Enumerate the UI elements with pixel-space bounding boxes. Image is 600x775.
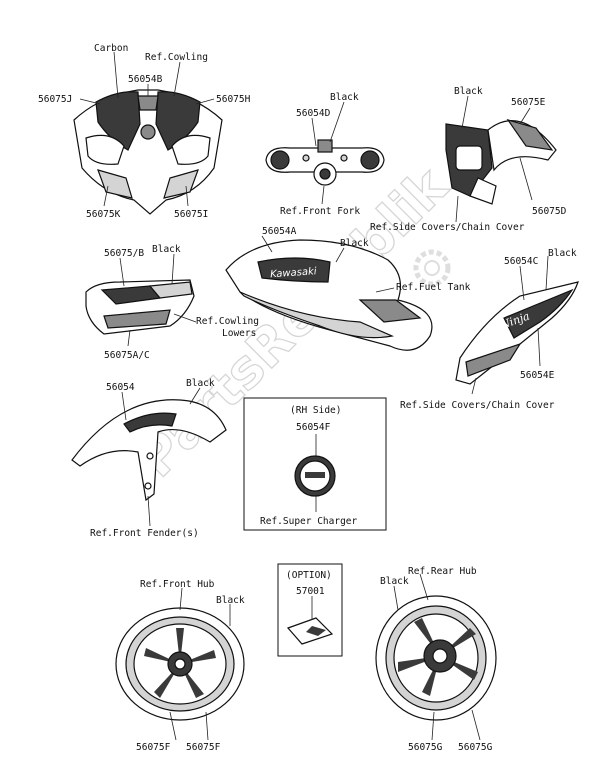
watermark-gear-icon: [413, 249, 451, 287]
label-fork-black: Black: [330, 92, 359, 103]
option-box: [277, 563, 343, 657]
cowling-lowers-part: [85, 279, 195, 335]
label-fender-black: Black: [186, 378, 215, 389]
label-ref-side-covers-top: Ref.Side Covers/Chain Cover: [370, 222, 525, 233]
label-sidecover-black: Black: [548, 248, 577, 259]
label-56075i: 56075I: [174, 209, 208, 220]
front-fender-part: [71, 399, 227, 502]
label-56054c: 56054C: [504, 256, 538, 267]
label-56054e: 56054E: [520, 370, 555, 381]
label-carbon: Carbon: [94, 43, 128, 54]
tail-cowl-part: [445, 118, 557, 205]
label-56075k: 56075K: [86, 209, 121, 220]
label-front-wheel-black: Black: [216, 595, 245, 606]
label-56054a: 56054A: [262, 226, 297, 237]
side-cover-part: [455, 281, 579, 385]
label-ref-super-charger: Ref.Super Charger: [260, 516, 358, 527]
label-56075ac: 56075A/C: [104, 350, 150, 361]
label-56054: 56054: [106, 382, 135, 393]
label-56075g-b: 56075G: [458, 742, 493, 753]
label-56075h: 56075H: [216, 94, 251, 105]
label-ref-side-covers-bottom: Ref.Side Covers/Chain Cover: [400, 400, 555, 411]
label-56054b: 56054B: [128, 74, 163, 85]
label-56075f-b: 56075F: [186, 742, 221, 753]
rear-wheel-part: [375, 595, 497, 721]
label-ref-cowling-lowers-2: Lowers: [222, 328, 256, 339]
front-wheel-part: [115, 607, 245, 721]
label-ref-rear-hub: Ref.Rear Hub: [408, 566, 477, 577]
label-ref-front-fork: Ref.Front Fork: [280, 206, 360, 217]
label-ref-fuel-tank: Ref.Fuel Tank: [396, 282, 471, 293]
label-rear-wheel-black: Black: [380, 576, 409, 587]
label-option: (OPTION): [286, 570, 332, 581]
label-57001: 57001: [296, 586, 325, 597]
label-56075j: 56075J: [38, 94, 72, 105]
label-lowers-black: Black: [152, 244, 181, 255]
front-fork-bridge-part: [265, 139, 385, 186]
label-ref-cowling-lowers-1: Ref.Cowling: [196, 316, 259, 327]
front-cowling-part: [73, 89, 223, 215]
label-ref-cowling: Ref.Cowling: [145, 52, 208, 63]
option-sticker-part: [286, 617, 334, 645]
label-56054f: 56054F: [296, 422, 331, 433]
label-ref-front-hub: Ref.Front Hub: [140, 579, 215, 590]
label-56075g-a: 56075G: [408, 742, 443, 753]
label-56075b: 56075/B: [104, 248, 144, 259]
label-tail-black: Black: [454, 86, 483, 97]
fuel-tank-part: [225, 239, 433, 351]
tank-logo-text: Kawasaki: [270, 266, 317, 280]
label-tank-black: Black: [340, 238, 369, 249]
super-charger-emblem-part: [294, 455, 336, 497]
label-56075d: 56075D: [532, 206, 567, 217]
label-rh-side: (RH Side): [290, 405, 341, 416]
label-56075f-a: 56075F: [136, 742, 171, 753]
super-charger-box: [243, 397, 387, 531]
label-56075e: 56075E: [511, 97, 546, 108]
label-56054d: 56054D: [296, 108, 331, 119]
label-ref-front-fender: Ref.Front Fender(s): [90, 528, 199, 539]
